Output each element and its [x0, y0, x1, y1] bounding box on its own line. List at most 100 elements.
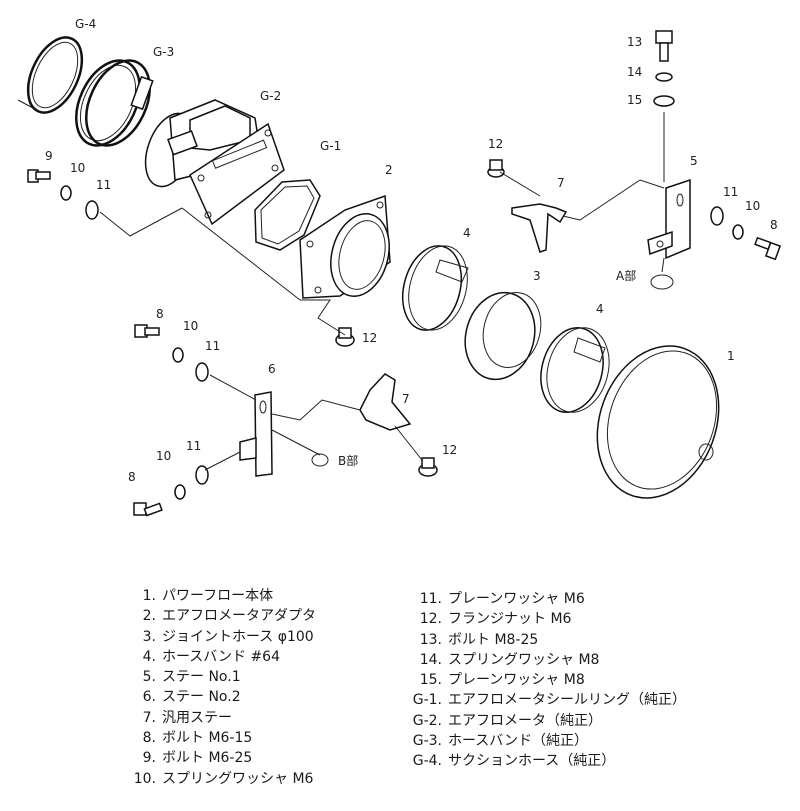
power-flow-body-1	[596, 345, 720, 499]
label-15: 15	[627, 93, 642, 107]
legend-item: G-4. サクションホース（純正）	[400, 751, 686, 771]
legend-text: エアフロメータシールリング（純正）	[448, 692, 686, 709]
legend-number: 15.	[419, 672, 442, 689]
hose-band-4-upper	[402, 245, 469, 331]
legend-text: プレーンワッシャ M6	[448, 591, 585, 607]
legend-number: 5.	[142, 669, 156, 686]
legend-text: ステー No.2	[162, 689, 241, 706]
region-b-marker	[311, 453, 329, 467]
plain-washer-11-a	[85, 200, 99, 220]
legend-item: G-2. エアフロメータ（純正）	[400, 711, 686, 731]
legend-number: 8.	[142, 730, 156, 747]
legend-number: 4.	[142, 648, 156, 665]
region-a-marker	[650, 274, 674, 290]
joint-hose-3	[464, 291, 542, 381]
spring-washer-10-d	[174, 484, 186, 500]
bolt-8-mid	[134, 324, 160, 338]
label-10-d: 10	[156, 449, 171, 463]
legend-text: ホースバンド #64	[162, 648, 280, 665]
bolt-8-right	[754, 236, 782, 261]
legend-item: 1.パワーフロー本体	[132, 586, 316, 606]
flange-nut-12-c	[418, 457, 438, 477]
label-11-a: 11	[96, 178, 111, 192]
hose-band-g3	[75, 59, 154, 147]
label-8-lower: 8	[128, 470, 136, 484]
label-13: 13	[627, 35, 642, 49]
label-12-c: 12	[442, 443, 457, 457]
label-6: 6	[268, 362, 276, 376]
flange-nut-12-a	[487, 159, 505, 178]
label-7-lower: 7	[402, 392, 410, 406]
label-3: 3	[533, 269, 541, 283]
spring-washer-10-c	[172, 347, 184, 363]
legend-item: G-1.エアフロメータシールリング（純正）	[400, 690, 686, 710]
legend-text: ホースバンド（純正）	[448, 733, 588, 750]
label-10-b: 10	[745, 199, 760, 213]
bolt-13	[655, 30, 673, 62]
legend-number: 2.	[142, 608, 156, 625]
legend-number: 11.	[419, 591, 442, 607]
adapter-2	[299, 194, 391, 299]
spring-washer-10-b	[732, 224, 744, 240]
seal-ring-g1	[254, 179, 321, 251]
legend-number: 7.	[142, 709, 156, 726]
legend-number: 9.	[142, 750, 156, 767]
legend-item: 13. ボルト M8-25	[400, 630, 686, 650]
hose-band-4-lower	[540, 326, 610, 414]
label-9: 9	[45, 149, 53, 163]
legend-number: 10.	[133, 770, 156, 787]
label-10-a: 10	[70, 161, 85, 175]
label-g3: G-3	[153, 45, 174, 59]
universal-stay-7-lower	[359, 373, 412, 431]
label-g2: G-2	[260, 89, 281, 103]
plain-washer-15	[653, 95, 675, 107]
legend-number: 12.	[419, 611, 442, 628]
leader-lines	[99, 112, 665, 471]
plain-washer-11-b	[710, 206, 724, 226]
legend-item: 11. プレーンワッシャ M6	[400, 589, 686, 609]
stay-no2-6	[239, 391, 273, 477]
legend-text: ジョイントホース φ100	[162, 628, 314, 645]
legend-number: 13.	[419, 631, 442, 648]
label-14: 14	[627, 65, 642, 79]
legend-text: パワーフロー本体	[162, 588, 274, 604]
legend-text: フランジナット M6	[448, 611, 572, 628]
legend-text: ステー No.1	[162, 669, 241, 686]
legend-item: 15.プレーンワッシャ M8	[400, 670, 686, 690]
legend-item: 14.スプリングワッシャ M8	[400, 650, 686, 670]
label-12-b: 12	[362, 331, 377, 345]
legend-item: 5. ステー No.1	[132, 667, 316, 687]
legend-item: 2.エアフロメータアダプタ	[132, 606, 316, 626]
legend-number: 6.	[142, 689, 156, 706]
legend-text: スプリングワッシャ M8	[448, 651, 600, 668]
plain-washer-11-d	[195, 465, 209, 485]
label-4-upper: 4	[463, 226, 471, 240]
legend-number: G-4.	[412, 753, 442, 770]
legend-text: ボルト M6-25	[162, 750, 253, 767]
parts-legend-right: 11. プレーンワッシャ M6 12. フランジナット M6 13. ボルト M8-2…	[400, 589, 686, 772]
bolt-9	[27, 169, 51, 183]
flange-nut-12-b	[335, 327, 355, 347]
suction-hose-g4	[17, 36, 84, 114]
callout-labels: G-4 G-3 G-2 G-1 2 4 3 4 1 5 7 12 13 14 1…	[45, 17, 778, 484]
spring-washer-10-a	[60, 185, 72, 201]
label-1: 1	[727, 349, 735, 363]
legend-number: G-2.	[412, 712, 442, 729]
label-8-right: 8	[770, 218, 778, 232]
exploded-parts-diagram: G-4 G-3 G-2 G-1 2 4 3 4 1 5 7 12 13 14 1…	[17, 17, 782, 517]
legend-item: 3.ジョイントホース φ100	[132, 627, 316, 647]
label-8-mid: 8	[156, 307, 164, 321]
legend-text: サクションホース（純正）	[448, 753, 616, 770]
plain-washer-11-c	[195, 362, 209, 382]
label-5: 5	[690, 154, 698, 168]
legend-text: ボルト M8-25	[448, 631, 539, 648]
universal-stay-7-upper	[511, 203, 568, 253]
label-11-c: 11	[205, 339, 220, 353]
legend-item: G-3. ホースバンド（純正）	[400, 731, 686, 751]
legend-number: G-3.	[412, 733, 442, 750]
legend-item: 4. ホースバンド #64	[132, 647, 316, 667]
bolt-8-lower	[133, 502, 163, 517]
legend-item: 6. ステー No.2	[132, 687, 316, 707]
legend-text: エアフロメータ（純正）	[448, 712, 602, 729]
legend-text: スプリングワッシャ M6	[162, 770, 314, 787]
